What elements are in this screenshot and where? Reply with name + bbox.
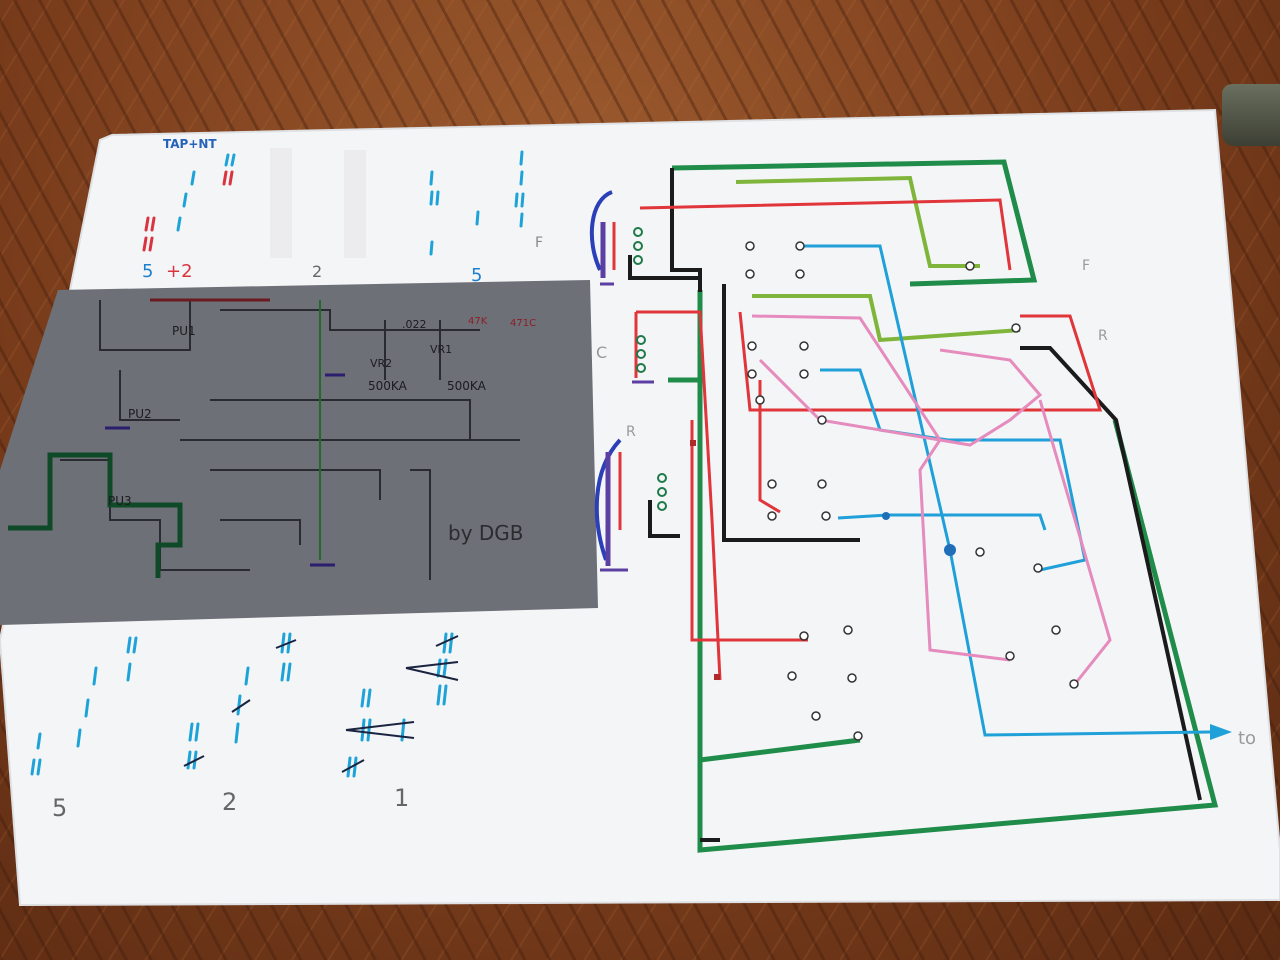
wiring-red	[636, 198, 1103, 681]
correction-tape-1	[270, 148, 292, 258]
label-plus-2: +2	[166, 261, 193, 282]
schematic-resistor-label: 47K	[468, 316, 488, 327]
label-1-bottom: 1	[394, 784, 409, 812]
schematic-lines	[60, 298, 520, 580]
schematic-green-trace	[8, 452, 183, 578]
wiring-lime	[735, 175, 1021, 343]
pickup-rear-label: R	[626, 424, 636, 440]
pickup-rear	[594, 438, 680, 572]
printed-schematic	[0, 280, 598, 625]
pickup-front	[589, 190, 700, 286]
schematic-cap-label: .022	[402, 318, 427, 331]
label-5-right: 5	[471, 265, 482, 286]
label-5-bottom: 5	[52, 794, 67, 822]
pickup-center-label: C	[596, 343, 607, 362]
schematic-vr1-label: VR1	[430, 343, 452, 356]
output-label: to	[1238, 728, 1256, 749]
schematic-pu1-label: PU1	[172, 324, 196, 338]
tally-marks-top	[176, 150, 525, 256]
corner-device	[1222, 84, 1280, 146]
schematic-ground-marks	[105, 373, 345, 567]
red-junction-2	[714, 674, 720, 680]
schematic-pu2-label: PU2	[128, 407, 152, 421]
tally-strikes	[183, 635, 459, 773]
right-label-f: F	[1082, 258, 1090, 274]
wiring-green-outline	[668, 159, 1219, 853]
label-2-bottom: 2	[222, 788, 237, 816]
correction-tape-2	[344, 150, 366, 258]
tally-marks-red	[142, 170, 234, 252]
wiring-black	[670, 168, 1202, 842]
output-arrow-head	[1210, 724, 1232, 740]
label-5-top: 5	[142, 261, 153, 282]
label-2-top: 2	[312, 262, 322, 281]
schematic-credit: by DGB	[448, 521, 524, 545]
schematic-vr2-value: 500KA	[368, 379, 408, 393]
schematic-pu3-label: PU3	[108, 494, 132, 508]
pickup-center	[632, 312, 654, 384]
label-f-top: F	[535, 235, 543, 251]
tap-nt-heading: TAP+NT	[163, 137, 217, 151]
red-junction	[690, 440, 696, 446]
blue-junction	[944, 544, 956, 556]
right-label-r: R	[1098, 328, 1108, 344]
schematic-vr2-label: VR2	[370, 357, 392, 370]
schematic-vr1-value: 500KA	[447, 379, 487, 393]
schematic-cap2-label: 471C	[510, 318, 536, 329]
blue-junction-2	[882, 512, 890, 520]
switch-lugs	[745, 241, 1079, 741]
tally-marks-bottom	[30, 632, 454, 778]
